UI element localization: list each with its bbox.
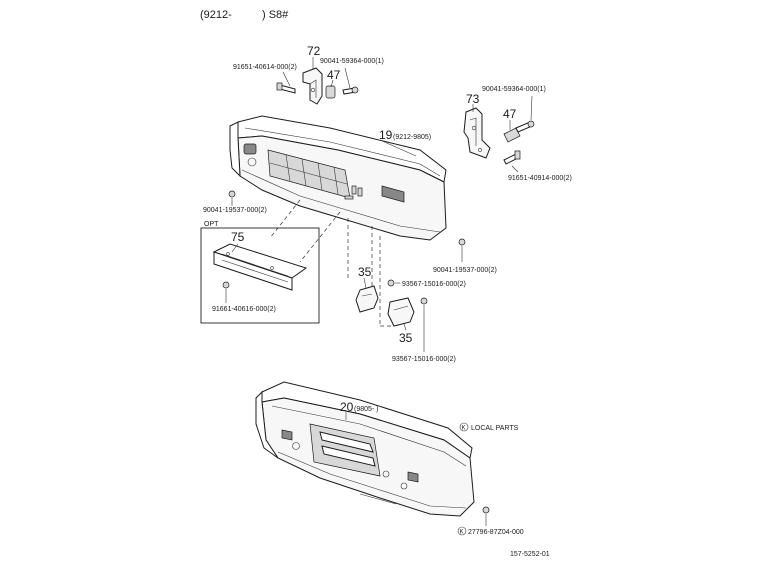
partno-90041-19537-left: 90041-19537-000(2) bbox=[203, 207, 267, 214]
partno-27796-87z04: 27796-87Z04-000 bbox=[468, 529, 524, 536]
partno-91661-40616: 91661-40616-000(2) bbox=[212, 306, 276, 313]
local-symbol-b: K bbox=[460, 530, 464, 536]
header-code: (9212- bbox=[200, 9, 232, 21]
partno-90041-59364-right: 90041-59364-000(1) bbox=[482, 86, 546, 93]
partno-90041-19537-right: 90041-19537-000(2) bbox=[433, 267, 497, 274]
clip-93567-15016-lower[interactable] bbox=[420, 297, 428, 305]
clip-93567-15016-upper[interactable] bbox=[387, 279, 395, 287]
callout-73: 73 bbox=[466, 92, 480, 106]
partno-90041-59364-left: 90041-59364-000(1) bbox=[320, 58, 384, 65]
license-plate-bracket-75[interactable] bbox=[212, 243, 308, 291]
partno-27796-87z04-group: K 27796-87Z04-000 bbox=[457, 526, 524, 536]
callout-35-upper: 35 bbox=[358, 265, 372, 279]
clip-90041-19537-right[interactable] bbox=[458, 238, 466, 246]
bracket-72[interactable] bbox=[302, 67, 323, 105]
clip-27796-87z04[interactable] bbox=[482, 506, 490, 514]
callout-19-range: (9212-9805) bbox=[393, 134, 431, 141]
bracket-35-upper[interactable] bbox=[355, 285, 379, 313]
figure-id: 157-5252-01 bbox=[510, 551, 550, 558]
opt-box bbox=[200, 227, 320, 324]
bolt-91651-40914[interactable] bbox=[503, 150, 521, 165]
partno-93567-15016-lower: 93567-15016-000(2) bbox=[392, 356, 456, 363]
callout-20-range: (9805- ) bbox=[354, 406, 379, 413]
bracket-35-lower[interactable] bbox=[387, 297, 415, 327]
screw-90041-59364-left[interactable] bbox=[342, 86, 359, 95]
screw-90041-59364-right[interactable] bbox=[515, 120, 535, 133]
clip-47-left[interactable] bbox=[325, 85, 336, 99]
front-bumper-19[interactable] bbox=[229, 115, 447, 241]
local-parts-label: LOCAL PARTS bbox=[471, 425, 519, 432]
bolt-91651-40614[interactable] bbox=[276, 82, 296, 94]
front-bumper-20[interactable] bbox=[255, 381, 475, 517]
callout-72: 72 bbox=[307, 44, 321, 58]
local-parts-note: K LOCAL PARTS bbox=[459, 422, 519, 432]
callout-20: 20 bbox=[340, 400, 354, 414]
partno-93567-15016-upper: 93567-15016-000(2) bbox=[402, 281, 466, 288]
callout-47-right: 47 bbox=[503, 107, 517, 121]
callout-35-lower: 35 bbox=[399, 331, 413, 345]
opt-label: OPT bbox=[204, 221, 219, 228]
callout-19: 19 bbox=[379, 128, 393, 142]
screw-91661-40616[interactable] bbox=[222, 281, 230, 289]
partno-91651-40914: 91651-40914-000(2) bbox=[508, 175, 572, 182]
clip-90041-19537-left[interactable] bbox=[228, 190, 236, 198]
callout-75: 75 bbox=[231, 230, 245, 244]
bracket-73[interactable] bbox=[463, 107, 491, 159]
partno-91651-40614: 91651-40614-000(2) bbox=[233, 64, 297, 71]
local-symbol: K bbox=[462, 426, 466, 432]
clip-47-right[interactable] bbox=[503, 127, 521, 143]
callout-47-left: 47 bbox=[327, 68, 341, 82]
header-suffix: ) S8# bbox=[262, 9, 289, 21]
